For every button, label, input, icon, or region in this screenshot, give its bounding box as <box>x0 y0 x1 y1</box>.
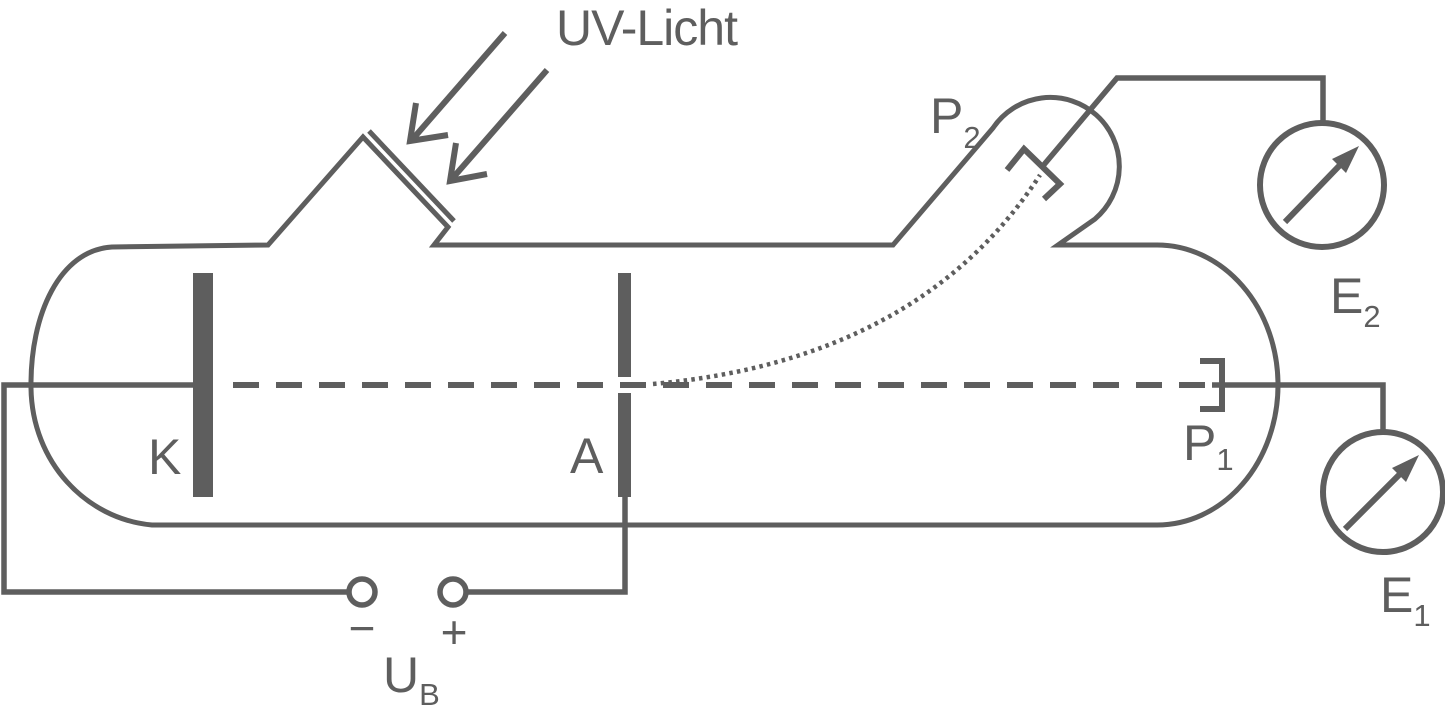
battery-voltage-label: UB <box>383 647 440 712</box>
plate-p1-label: P1 <box>1183 415 1234 477</box>
meter-e2-dial <box>1257 120 1387 250</box>
vacuum-tube-outline <box>28 94 1281 528</box>
uv-ray-1-shaft <box>408 31 508 143</box>
anode-plate-lower <box>618 393 631 497</box>
anode-wire <box>466 497 628 595</box>
meter-e1-needle <box>1342 470 1404 532</box>
plate-p1-wire <box>1212 382 1386 431</box>
meter-e2-galvanometer-icon <box>1257 120 1387 250</box>
meter-e1-galvanometer-icon <box>1320 429 1445 555</box>
cathode-wire <box>1 382 349 595</box>
meter-e2-needle <box>1282 161 1344 225</box>
anode-plate-upper <box>618 273 631 377</box>
meter-e2-needle-head <box>1332 146 1359 173</box>
anode-label: A <box>570 428 604 484</box>
uv-ray-2-shaft <box>448 68 550 182</box>
cathode-label: K <box>148 429 181 485</box>
uv-light-label: UV-Licht <box>556 0 738 56</box>
meter-e1-dial <box>1320 429 1445 555</box>
anode-plate <box>618 273 631 497</box>
cathode-plate <box>193 273 213 497</box>
meter-e1-needle-head <box>1392 455 1419 482</box>
uv-ray-2-arrowhead-icon <box>446 142 488 185</box>
battery-minus-sign: − <box>349 602 376 654</box>
plate-p2-wire <box>1039 75 1326 169</box>
battery-terminal-plus <box>437 576 469 608</box>
uv-ray-arrow-2 <box>446 68 550 185</box>
uv-ray-arrow-1 <box>406 31 508 145</box>
quartz-window-pane <box>367 129 456 223</box>
uv-ray-1-arrowhead-icon <box>406 102 449 145</box>
electron-trajectory-dotted <box>652 173 1042 387</box>
battery-terminal-minus <box>346 576 378 608</box>
plate-p2-label: P2 <box>930 88 981 155</box>
battery-plus-sign: + <box>441 606 468 658</box>
meter-e2-label: E2 <box>1330 268 1381 334</box>
meter-e1-label: E1 <box>1380 567 1431 633</box>
